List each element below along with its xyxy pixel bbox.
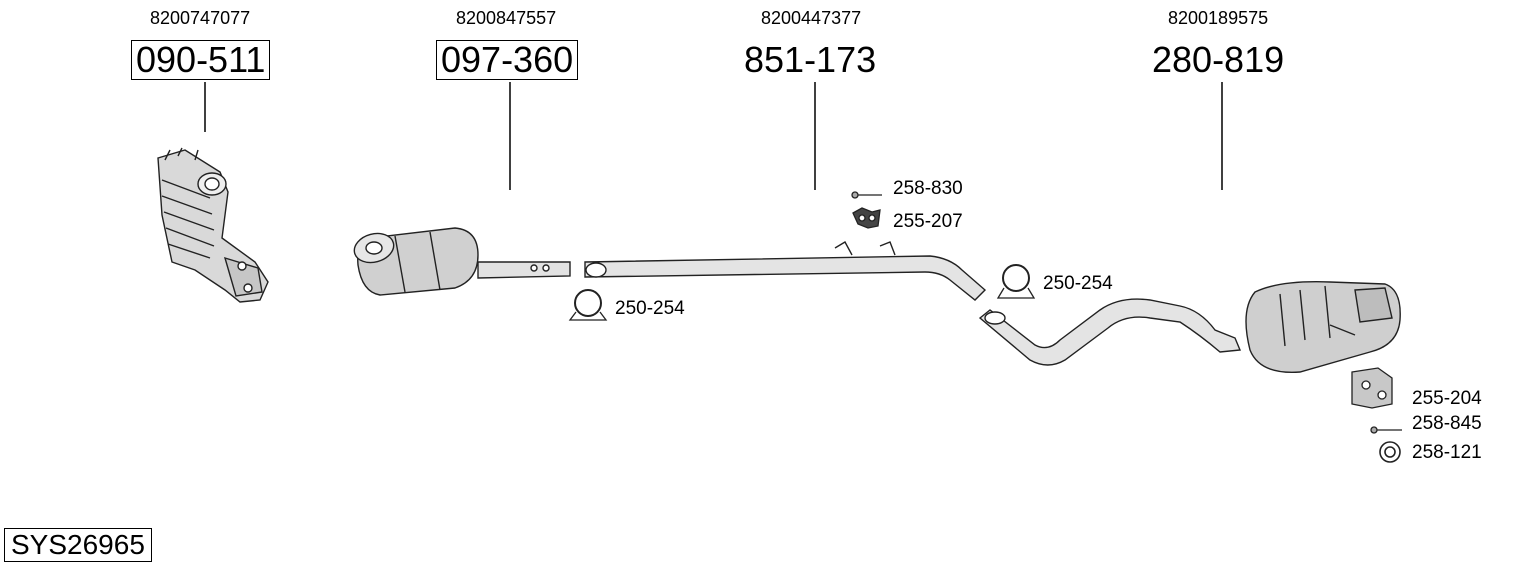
accessory-label-bolt[interactable]: 258-830 [893, 178, 963, 199]
front-silencer-icon [353, 227, 571, 296]
intermediate-pipe-icon [584, 241, 987, 301]
accessory-label-rubber-mount[interactable]: 255-204 [1412, 388, 1482, 409]
clamp-icon [568, 289, 608, 321]
part-number-middle-pipe[interactable]: 851-173 [744, 39, 877, 80]
part-number-front-silencer[interactable]: 097-360 [436, 40, 579, 80]
part-number-catalyst[interactable]: 090-511 [131, 40, 271, 80]
oem-number-catalyst: 8200747077 [150, 8, 251, 28]
ring-icon [1379, 441, 1401, 463]
rubber-mount-icon [1351, 367, 1393, 409]
accessory-label-clamp[interactable]: 250-254 [1043, 273, 1113, 294]
oem-number-middle-pipe: 8200447377 [761, 8, 862, 28]
accessory-label-ring[interactable]: 258-121 [1412, 442, 1482, 463]
part-number-rear-silencer[interactable]: 280-819 [1152, 39, 1285, 80]
rear-silencer-icon [978, 281, 1401, 374]
catalytic-converter-icon [157, 147, 269, 303]
rubber-mount-icon [852, 207, 881, 229]
accessory-label-bolt[interactable]: 258-845 [1412, 413, 1482, 434]
system-code: SYS26965 [4, 528, 152, 562]
oem-number-front-silencer: 8200847557 [456, 8, 557, 28]
accessory-label-rubber-mount[interactable]: 255-207 [893, 211, 963, 232]
bolt-icon [851, 191, 882, 199]
accessory-label-clamp[interactable]: 250-254 [615, 298, 685, 319]
oem-number-rear-silencer: 8200189575 [1168, 8, 1269, 28]
bolt-icon [1370, 426, 1402, 434]
clamp-icon [996, 264, 1036, 299]
